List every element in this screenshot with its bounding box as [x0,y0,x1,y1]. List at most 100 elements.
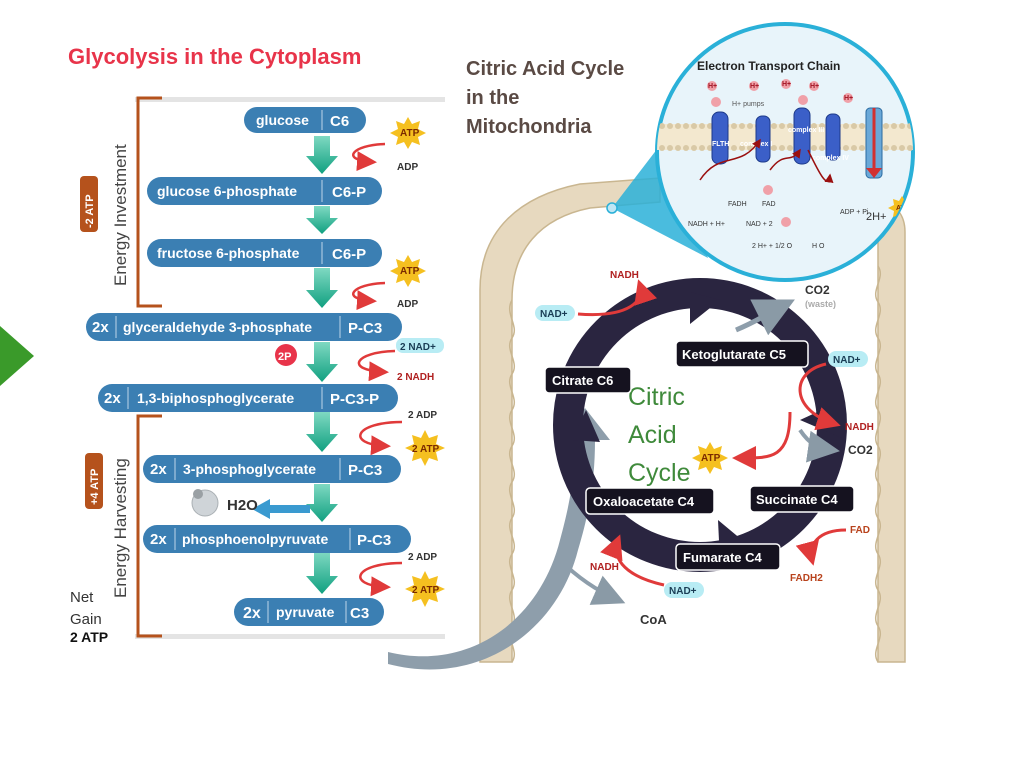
step-name: glyceraldehyde 3-phosphate [123,319,312,335]
atp-out-label: 2 ATP [412,585,440,596]
etc-zoom-origin [606,202,618,214]
step-glucose: glucose C6 [244,107,366,133]
step-prefix: 2x [104,390,121,407]
coa-label: CoA [640,612,667,627]
adp-label: ADP [397,299,418,310]
nad-in-label: 2 NAD+ [400,342,436,353]
cycle-atp-label: ATP [701,453,721,464]
step-formula: P-C3 [348,462,382,479]
atp-consumption-1: ATP ADP [351,117,426,173]
svg-text:H+: H+ [810,83,819,90]
nadh-row-label: NADH + H+ [688,221,725,228]
fad-label: FAD [850,525,870,536]
step-prefix: 2x [150,531,167,548]
complex-iii [793,107,811,165]
step-formula: P-C3 [348,320,382,337]
investment-atp-label: -2 ATP [84,194,96,228]
energy-investment-label: Energy Investment [111,144,130,286]
water-output: H2O [191,489,310,519]
molecule-succinate: Succinate C4 [749,485,855,513]
nadh-label: NADH [845,422,874,433]
step-1-3-biphosphoglycerate: 2x 1,3-biphosphoglycerate P-C3-P [98,384,398,412]
molecule-ketoglutarate: Ketoglutarate C5 [675,340,809,368]
fadh-label: FADH [728,201,747,208]
molecule-label: Oxaloacetate C4 [593,494,695,509]
step-name: glucose [256,112,309,128]
nadh-label: NADH [610,270,639,281]
h-plus-badges [707,79,853,227]
nad-reduction-3: NAD+ NADH [590,534,704,598]
adp-in-label: 2 ADP [408,410,437,421]
glycolysis-step-arrows [306,136,338,594]
atp-label: ATP [400,266,420,277]
citric-title-line3: Mitochondria [466,116,592,138]
molecule-label: Citrate C6 [552,373,613,388]
cycle-center-line1: Citric [628,383,685,411]
fadh2-label: FADH2 [790,573,823,584]
energy-investment-bracket: -2 ATP Energy Investment [80,96,162,308]
waste-label: (waste) [805,299,836,309]
svg-text:H+: H+ [750,83,759,90]
fad-label: FAD [762,201,776,208]
step-fructose-6-phosphate: fructose 6-phosphate C6-P [147,239,382,267]
step-formula: C3 [350,605,369,622]
svg-text:H+: H+ [782,81,791,88]
fad-reduction: FAD FADH2 [790,525,870,584]
complex-i [711,111,729,165]
flth-label: FLTH [712,141,729,148]
step-prefix: 2x [150,461,167,478]
molecule-oxaloacetate: Oxaloacetate C4 [585,487,715,515]
step-name: 3-phosphoglycerate [183,461,316,477]
next-slide-icon[interactable] [0,326,34,386]
water-row-label: 2 H+ + 1/2 O [752,243,793,250]
atp-star-icon [405,571,445,607]
citric-acid-cycle-ring [553,278,847,572]
citric-title-line1: Citric Acid Cycle [466,58,624,80]
adp-label: ADP [397,162,418,173]
nad-row-label: NAD + 2 [746,221,773,228]
step-formula: C6 [330,113,349,130]
step-formula: P-C3 [357,532,391,549]
step-pyruvate: 2x pyruvate C3 [234,598,384,626]
phosphate-input: 2P [275,344,297,366]
co2-label: CO2 [848,443,873,457]
water-label: H2O [227,497,258,514]
atp-production-2: 2 ADP 2 ATP [359,552,445,607]
molecule-citrate: Citrate C6 [544,366,632,394]
step-bg-bar [135,97,445,102]
step-name: phosphoenolpyruvate [182,531,328,547]
molecule-label: Succinate C4 [756,492,838,507]
step-3-phosphoglycerate: 2x 3-phosphoglycerate P-C3 [143,455,401,483]
h-pumps-label: H+ pumps [732,101,765,108]
energy-harvesting-bracket: +4 ATP Energy Harvesting [85,414,162,638]
atp-label: ATP [400,128,420,139]
two-h-label: 2H+ [866,211,887,223]
atp-star-icon [390,255,426,287]
energy-harvesting-label: Energy Harvesting [111,458,130,598]
cycle-center-line3: Cycle [628,459,691,487]
h-plus-labels: H+ H+ H+ H+ H+ [708,81,853,102]
step-formula: C6-P [332,246,366,263]
coa-arrow [558,558,626,605]
step-glyceraldehyde-3-phosphate: 2x glyceraldehyde 3-phosphate P-C3 [86,313,402,341]
step-formula: P-C3-P [330,391,379,408]
step-name: glucose 6-phosphate [157,183,297,199]
nadh-label: NADH [590,562,619,573]
nad-plus-label: NAD+ [669,586,697,597]
citric-title-line2: in the [466,87,519,109]
atp-star-icon [390,117,426,149]
molecule-fumarate: Fumarate C4 [675,543,781,571]
complex-iv-label: complex IV [812,155,849,162]
atp-production-1: 2 ADP 2 ATP [359,410,445,466]
nad-plus-label: NAD+ [833,355,861,366]
atp-release-arrow [732,411,792,471]
molecule-label: Ketoglutarate C5 [682,347,786,362]
atp-star-icon [692,442,728,474]
cycle-center-line2: Acid [628,421,677,449]
complex-iv [825,113,841,161]
svg-text:H+: H+ [844,95,853,102]
atp-consumption-2: ATP ADP [351,255,426,311]
glycolysis-title: Glycolysis in the Cytoplasm [68,44,361,69]
